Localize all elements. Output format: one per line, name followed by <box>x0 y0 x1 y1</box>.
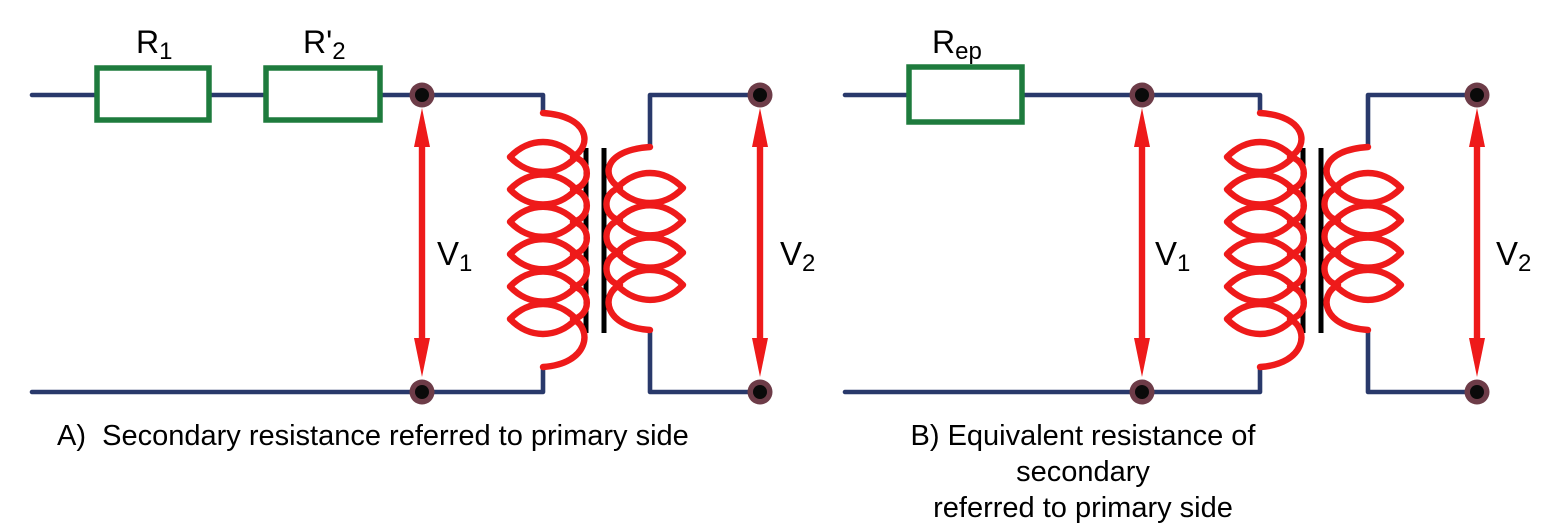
voltage-v2-label-b: V2 <box>1496 235 1532 277</box>
voltage-v1-label-b: V1 <box>1155 235 1191 277</box>
wire-a-bottom <box>29 364 546 395</box>
resistor-rep-box <box>906 64 1025 125</box>
terminal-node-center <box>1470 88 1484 102</box>
resistor-rep-label: Rep <box>932 24 982 65</box>
v1-arrow-b-head-up <box>1134 108 1150 147</box>
v1b-subscript: 1 <box>1177 249 1191 277</box>
voltage-v2-label-a: V2 <box>780 235 816 277</box>
primary-coil-b <box>1223 109 1308 371</box>
v1a-subscript: 1 <box>459 249 473 277</box>
terminal-node-center <box>415 88 429 102</box>
voltage-v1-label-a: V1 <box>437 235 473 277</box>
wire-b-secondary-top <box>1365 92 1480 148</box>
caption-b: B) Equivalent resistance of secondary re… <box>843 418 1323 523</box>
terminal-node-center <box>415 385 429 399</box>
v2b-subscript: 2 <box>1518 249 1532 277</box>
terminal-node-center <box>1470 385 1484 399</box>
rep-base: R <box>932 24 956 60</box>
r2-base: R' <box>303 24 333 60</box>
v2-arrow-a-head-up <box>752 108 768 147</box>
caption-b-line1: B) Equivalent resistance of secondary <box>910 420 1256 488</box>
resistors <box>94 64 1025 125</box>
v2a-base: V <box>780 235 803 272</box>
v2-arrow-b-head-up <box>1469 108 1485 147</box>
wire-a-secondary-top <box>647 92 763 148</box>
secondary-coil-a <box>603 143 687 334</box>
resistor-r1-label: R1 <box>136 24 173 65</box>
caption-a: A) Secondary resistance referred to prim… <box>57 420 689 452</box>
caption-b-line2: referred to primary side <box>933 492 1233 523</box>
v2-arrow-a-head-down <box>752 338 768 377</box>
v1-arrow-b-head-down <box>1134 338 1150 377</box>
v2b-base: V <box>1496 235 1519 272</box>
terminal-node-center <box>1135 88 1149 102</box>
r1-base: R <box>136 24 160 60</box>
terminal-node-center <box>1135 385 1149 399</box>
wire-b-secondary-bottom <box>1365 327 1480 395</box>
resistor-r2-prime-box <box>263 65 383 123</box>
wire-b-bottom <box>842 364 1263 395</box>
v1a-base: V <box>437 235 460 272</box>
v1b-base: V <box>1155 235 1178 272</box>
wire-a-secondary-bottom <box>647 327 763 395</box>
v1-arrow-a-head-up <box>414 108 430 147</box>
terminal-node-center <box>753 385 767 399</box>
generated-shapes <box>409 82 1490 405</box>
v2-arrow-b-head-down <box>1469 338 1485 377</box>
r1-subscript: 1 <box>159 37 173 65</box>
rep-subscript: ep <box>955 37 982 65</box>
terminal-node-center <box>753 88 767 102</box>
resistor-r2-prime-label: R'2 <box>303 24 346 65</box>
resistor-r1-box <box>94 65 212 123</box>
secondary-coil-b <box>1321 143 1405 334</box>
primary-coil-a <box>506 109 591 371</box>
circuit-a-wires <box>29 92 763 395</box>
v2a-subscript: 2 <box>802 249 816 277</box>
r2-subscript: 2 <box>332 37 346 65</box>
v1-arrow-a-head-down <box>414 338 430 377</box>
